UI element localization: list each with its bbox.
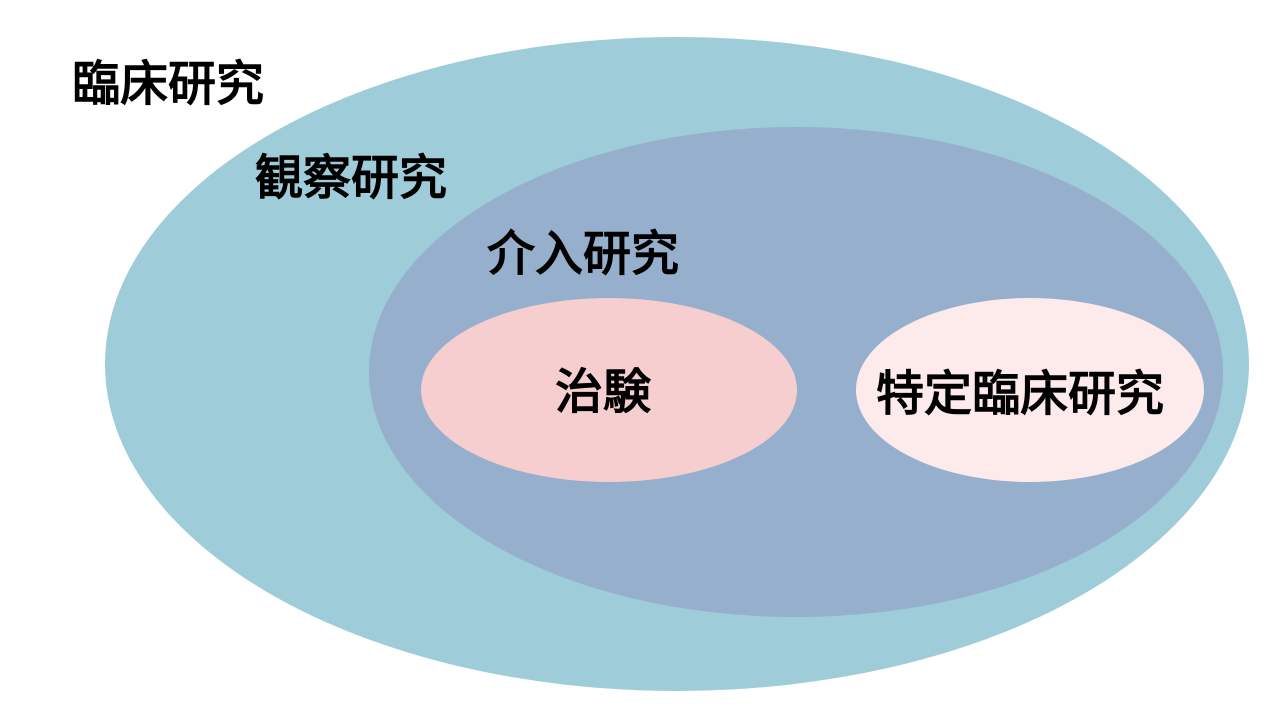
- clinical-trial-ellipse: [421, 298, 797, 482]
- clinical-trial-label: 治験: [555, 364, 652, 420]
- specified-clinical-research-label: 特定臨床研究: [876, 366, 1165, 422]
- interventional-research-label: 介入研究: [487, 226, 680, 282]
- interventional-research-ellipse: [369, 127, 1223, 617]
- specified-clinical-research-ellipse: [856, 298, 1204, 482]
- observational-research-label: 観察研究: [255, 150, 448, 206]
- clinical-research-label: 臨床研究: [72, 56, 265, 112]
